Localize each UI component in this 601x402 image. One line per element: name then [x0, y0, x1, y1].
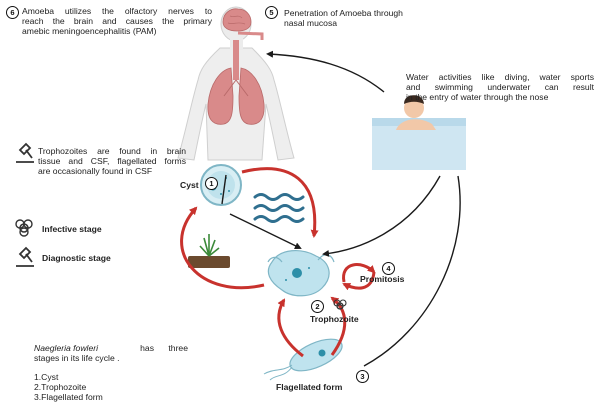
step-2-number: 2 — [311, 300, 324, 313]
summary-line-1: Naegleria fowleri has three — [34, 343, 188, 353]
stage-list-item: 3.Flagellated form — [34, 392, 103, 402]
soil-plant-icon — [188, 234, 230, 268]
trophozoite-note: Trophozoites are found in brain tissue a… — [38, 146, 186, 176]
tropho-note-line-1: Trophozoites are found in brain — [38, 146, 186, 156]
tropho-note-line-3: are occasionally found in CSF — [38, 166, 186, 176]
stage-list-item: 2.Trophozoite — [34, 382, 103, 392]
water-note-line-3: in the entry of water through the nose — [406, 92, 594, 102]
waves-icon — [255, 195, 303, 222]
promitosis-label: Promitosis — [360, 274, 404, 284]
life-cycle-summary: Naegleria fowleri has three stages in it… — [34, 343, 188, 363]
step-6-line-1: Amoeba utilizes the olfactory nerves to — [22, 6, 212, 16]
step-5-number: 5 — [265, 6, 278, 19]
microscope-icon — [16, 248, 34, 266]
step-3-number: 3 — [356, 370, 369, 383]
swimmer-icon — [372, 95, 466, 170]
tropho-note-line-2: tissue and CSF, flagellated forms — [38, 156, 186, 166]
water-note-line-2: and swimming underwater can result — [406, 82, 594, 92]
stage-list-item: 1.Cyst — [34, 372, 103, 382]
trophozoite-label: Trophozoite — [310, 314, 359, 324]
summary-line-1-rest: has three — [140, 343, 188, 353]
step-5-line-2: nasal mucosa — [284, 18, 444, 28]
step-6-text: Amoeba utilizes the olfactory nerves to … — [22, 6, 212, 36]
trophozoite-cell — [268, 251, 334, 296]
flagellated-cell — [264, 333, 346, 380]
flagellated-form-label: Flagellated form — [276, 382, 342, 392]
diagnostic-stage-label: Diagnostic stage — [42, 253, 111, 263]
species-name: Naegleria fowleri — [34, 343, 98, 353]
stage-list: 1.Cyst 2.Trophozoite 3.Flagellated form — [34, 372, 103, 402]
step-6-line-2: reach the brain and causes the primary — [22, 16, 212, 26]
step-5-text: Penetration of Amoeba through nasal muco… — [284, 8, 444, 28]
step-6-number: 6 — [6, 6, 19, 19]
water-activity-note: Water activities like diving, water spor… — [406, 72, 594, 102]
cyst-label: Cyst — [180, 180, 199, 190]
summary-line-2: stages in its life cycle . — [34, 353, 188, 363]
microscope-icon — [16, 144, 34, 162]
step-6-line-3: amebic meningoencephalitis (PAM) — [22, 26, 212, 36]
water-note-line-1: Water activities like diving, water spor… — [406, 72, 594, 82]
biohazard-icon — [16, 220, 32, 236]
infective-stage-label: Infective stage — [42, 224, 102, 234]
step-1-number: 1 — [205, 177, 218, 190]
step-5-line-1: Penetration of Amoeba through — [284, 8, 444, 18]
